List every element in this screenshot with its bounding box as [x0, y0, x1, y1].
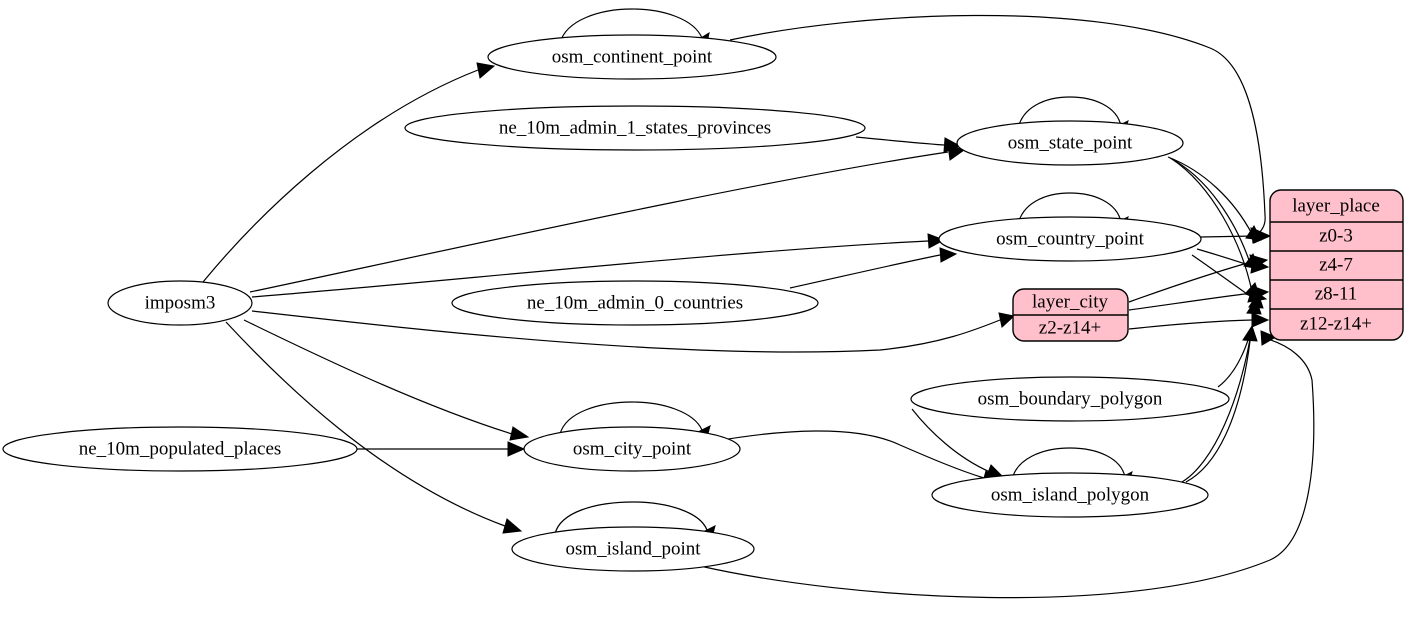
node-imposm3[interactable]: imposm3	[107, 280, 253, 326]
edge-layer_city-to-layer_place-z8-11	[1128, 285, 1270, 311]
edge-imposm3-to-layer_city	[251, 310, 1016, 353]
edge-osm_island_polygon-to-layer_place-z12-z14+	[1185, 324, 1258, 483]
edge-ne_10m_populated_places-to-osm_city_point	[357, 441, 526, 457]
node-osm_continent_point[interactable]: osm_continent_point	[487, 34, 777, 80]
node-layer_place[interactable]: layer_place z0-3 z4-7 z8-11 z12-z14+	[1269, 189, 1404, 341]
edge-osm_state_point-to-layer_place-z8-11	[1169, 157, 1260, 270]
edge-imposm3-to-osm_island_point	[225, 321, 523, 534]
edge-imposm3-to-osm_country_point	[251, 233, 946, 298]
edge-osm_island_polygon-to-layer_place-z8-11	[1181, 297, 1262, 483]
node-ne_10m_admin_0_countries[interactable]: ne_10m_admin_0_countries	[451, 280, 819, 326]
edge-layer_city-to-layer_place-z12-z14+	[1128, 312, 1270, 330]
edge-osm_country_point-to-layer_place-z0-3	[1200, 228, 1272, 244]
edge-osm_island_point-to-layer_place-z12-z14+	[699, 330, 1315, 599]
node-osm_island_polygon[interactable]: osm_island_polygon	[931, 472, 1209, 518]
edge-layer_city-to-layer_place-z4-7	[1128, 254, 1269, 303]
edge-imposm3-to-osm_state_point	[249, 144, 966, 293]
node-layer_city[interactable]: layer_city z2-z14+	[1012, 288, 1129, 342]
node-osm_city_point[interactable]: osm_city_point	[523, 426, 741, 472]
edge-imposm3-to-osm_city_point	[243, 319, 530, 441]
edge-imposm3-to-osm_continent_point	[202, 62, 496, 283]
node-osm_state_point[interactable]: osm_state_point	[956, 120, 1184, 166]
node-osm_boundary_polygon[interactable]: osm_boundary_polygon	[910, 376, 1230, 422]
node-osm_country_point[interactable]: osm_country_point	[938, 216, 1202, 262]
edge-ne_10m_admin_0_countries-to-osm_country_point	[789, 247, 958, 289]
node-ne_10m_admin_1_states_provinces[interactable]: ne_10m_admin_1_states_provinces	[404, 105, 866, 151]
node-osm_island_point[interactable]: osm_island_point	[511, 526, 755, 572]
node-ne_10m_populated_places[interactable]: ne_10m_populated_places	[2, 426, 358, 472]
edge-osm_boundary_polygon-to-osm_island_polygon	[911, 408, 1006, 479]
edge-osm_city_point-to-osm_island_polygon	[715, 430, 1002, 486]
edge-ne_10m_admin_1_states_provinces-to-osm_state_point	[855, 136, 962, 153]
